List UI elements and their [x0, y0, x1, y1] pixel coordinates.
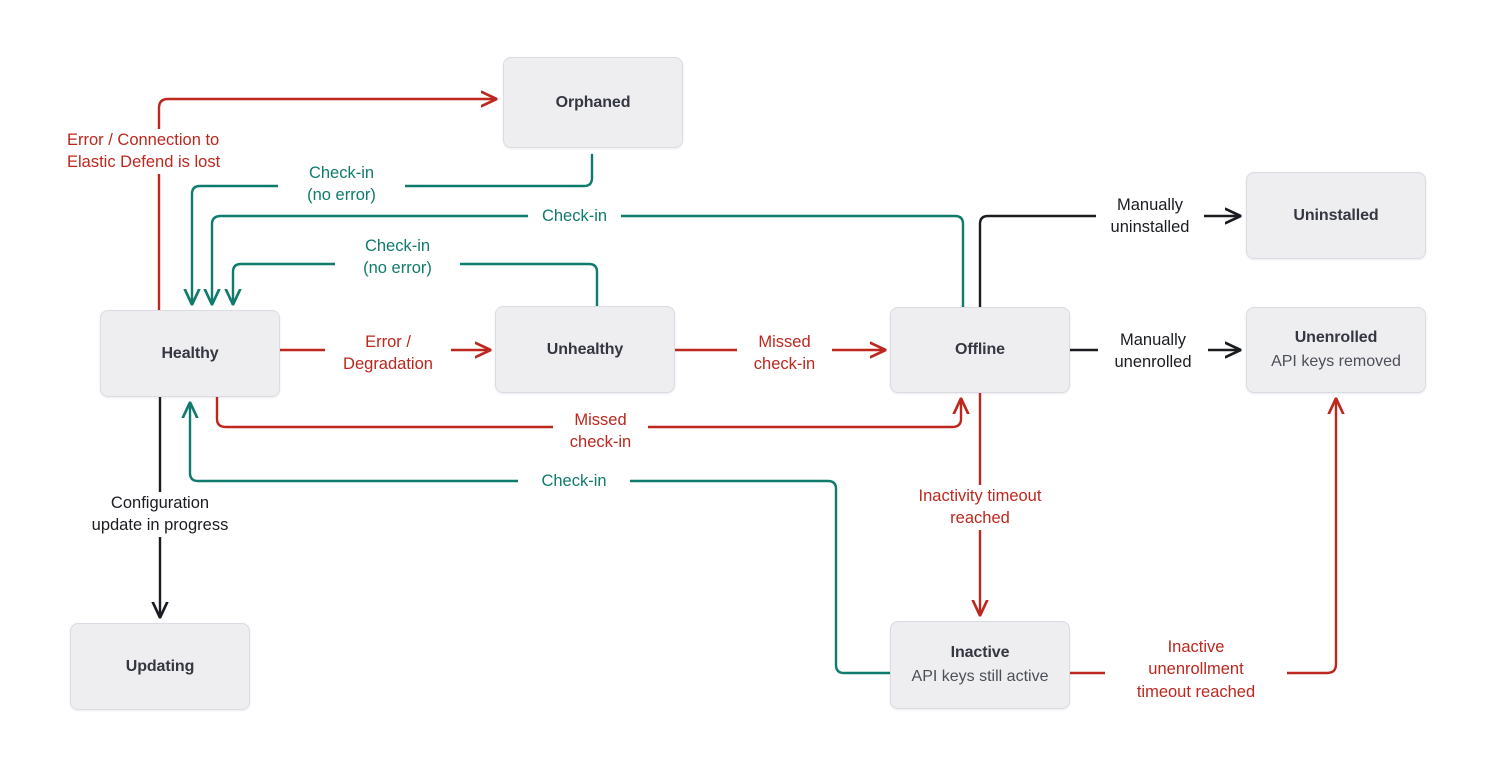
node-unenrolled[interactable]: Unenrolled API keys removed [1246, 307, 1426, 393]
edge-label-offline-to-healthy-top: Check-in [528, 205, 621, 228]
edge-offline-to-healthy-top [212, 214, 965, 309]
node-inactive[interactable]: Inactive API keys still active [890, 621, 1070, 709]
edge-label-healthy-to-unhealthy: Error / Degradation [325, 331, 451, 376]
edge-label-healthy-to-offline: Missed check-in [553, 409, 648, 454]
edge-label-healthy-to-updating: Configuration update in progress [62, 492, 258, 537]
edge-label-orphaned-to-healthy: Check-in (no error) [278, 162, 405, 207]
edge-label-offline-to-inactive: Inactivity timeout reached [896, 485, 1064, 530]
edge-label-inactive-to-healthy: Check-in [518, 470, 630, 493]
node-inactive-title: Inactive [950, 643, 1010, 661]
node-offline-title: Offline [955, 341, 1005, 358]
node-inactive-subtitle: API keys still active [911, 667, 1049, 685]
edge-label-unhealthy-to-healthy: Check-in (no error) [335, 235, 460, 280]
node-offline[interactable]: Offline [890, 307, 1070, 393]
edge-label-healthy-to-orphaned: Error / Connection to Elastic Defend is … [62, 129, 262, 174]
edge-label-inactive-to-unenrolled: Inactive unenrollment timeout reached [1105, 636, 1287, 704]
edge-inactive-to-unenrolled [1068, 399, 1336, 675]
edge-offline-to-uninstalled [978, 216, 1240, 309]
node-unenrolled-title: Unenrolled [1294, 328, 1378, 346]
node-healthy[interactable]: Healthy [100, 310, 280, 397]
node-unenrolled-subtitle: API keys removed [1271, 352, 1401, 370]
node-updating-title: Updating [125, 657, 195, 675]
node-orphaned[interactable]: Orphaned [503, 57, 683, 148]
node-orphaned-title: Orphaned [555, 93, 631, 111]
node-healthy-title: Healthy [161, 344, 219, 362]
node-uninstalled-title: Uninstalled [1293, 206, 1379, 224]
node-unhealthy[interactable]: Unhealthy [495, 306, 675, 393]
edge-healthy-to-orphaned [157, 99, 496, 312]
node-unhealthy-title: Unhealthy [546, 340, 624, 358]
edge-label-unhealthy-to-offline: Missed check-in [737, 331, 832, 376]
edge-label-offline-to-unenrolled: Manually unenrolled [1098, 329, 1208, 374]
edge-inactive-to-healthy [190, 403, 892, 675]
edge-label-offline-to-uninstalled: Manually uninstalled [1096, 194, 1204, 239]
node-uninstalled[interactable]: Uninstalled [1246, 172, 1426, 259]
node-updating[interactable]: Updating [70, 623, 250, 710]
